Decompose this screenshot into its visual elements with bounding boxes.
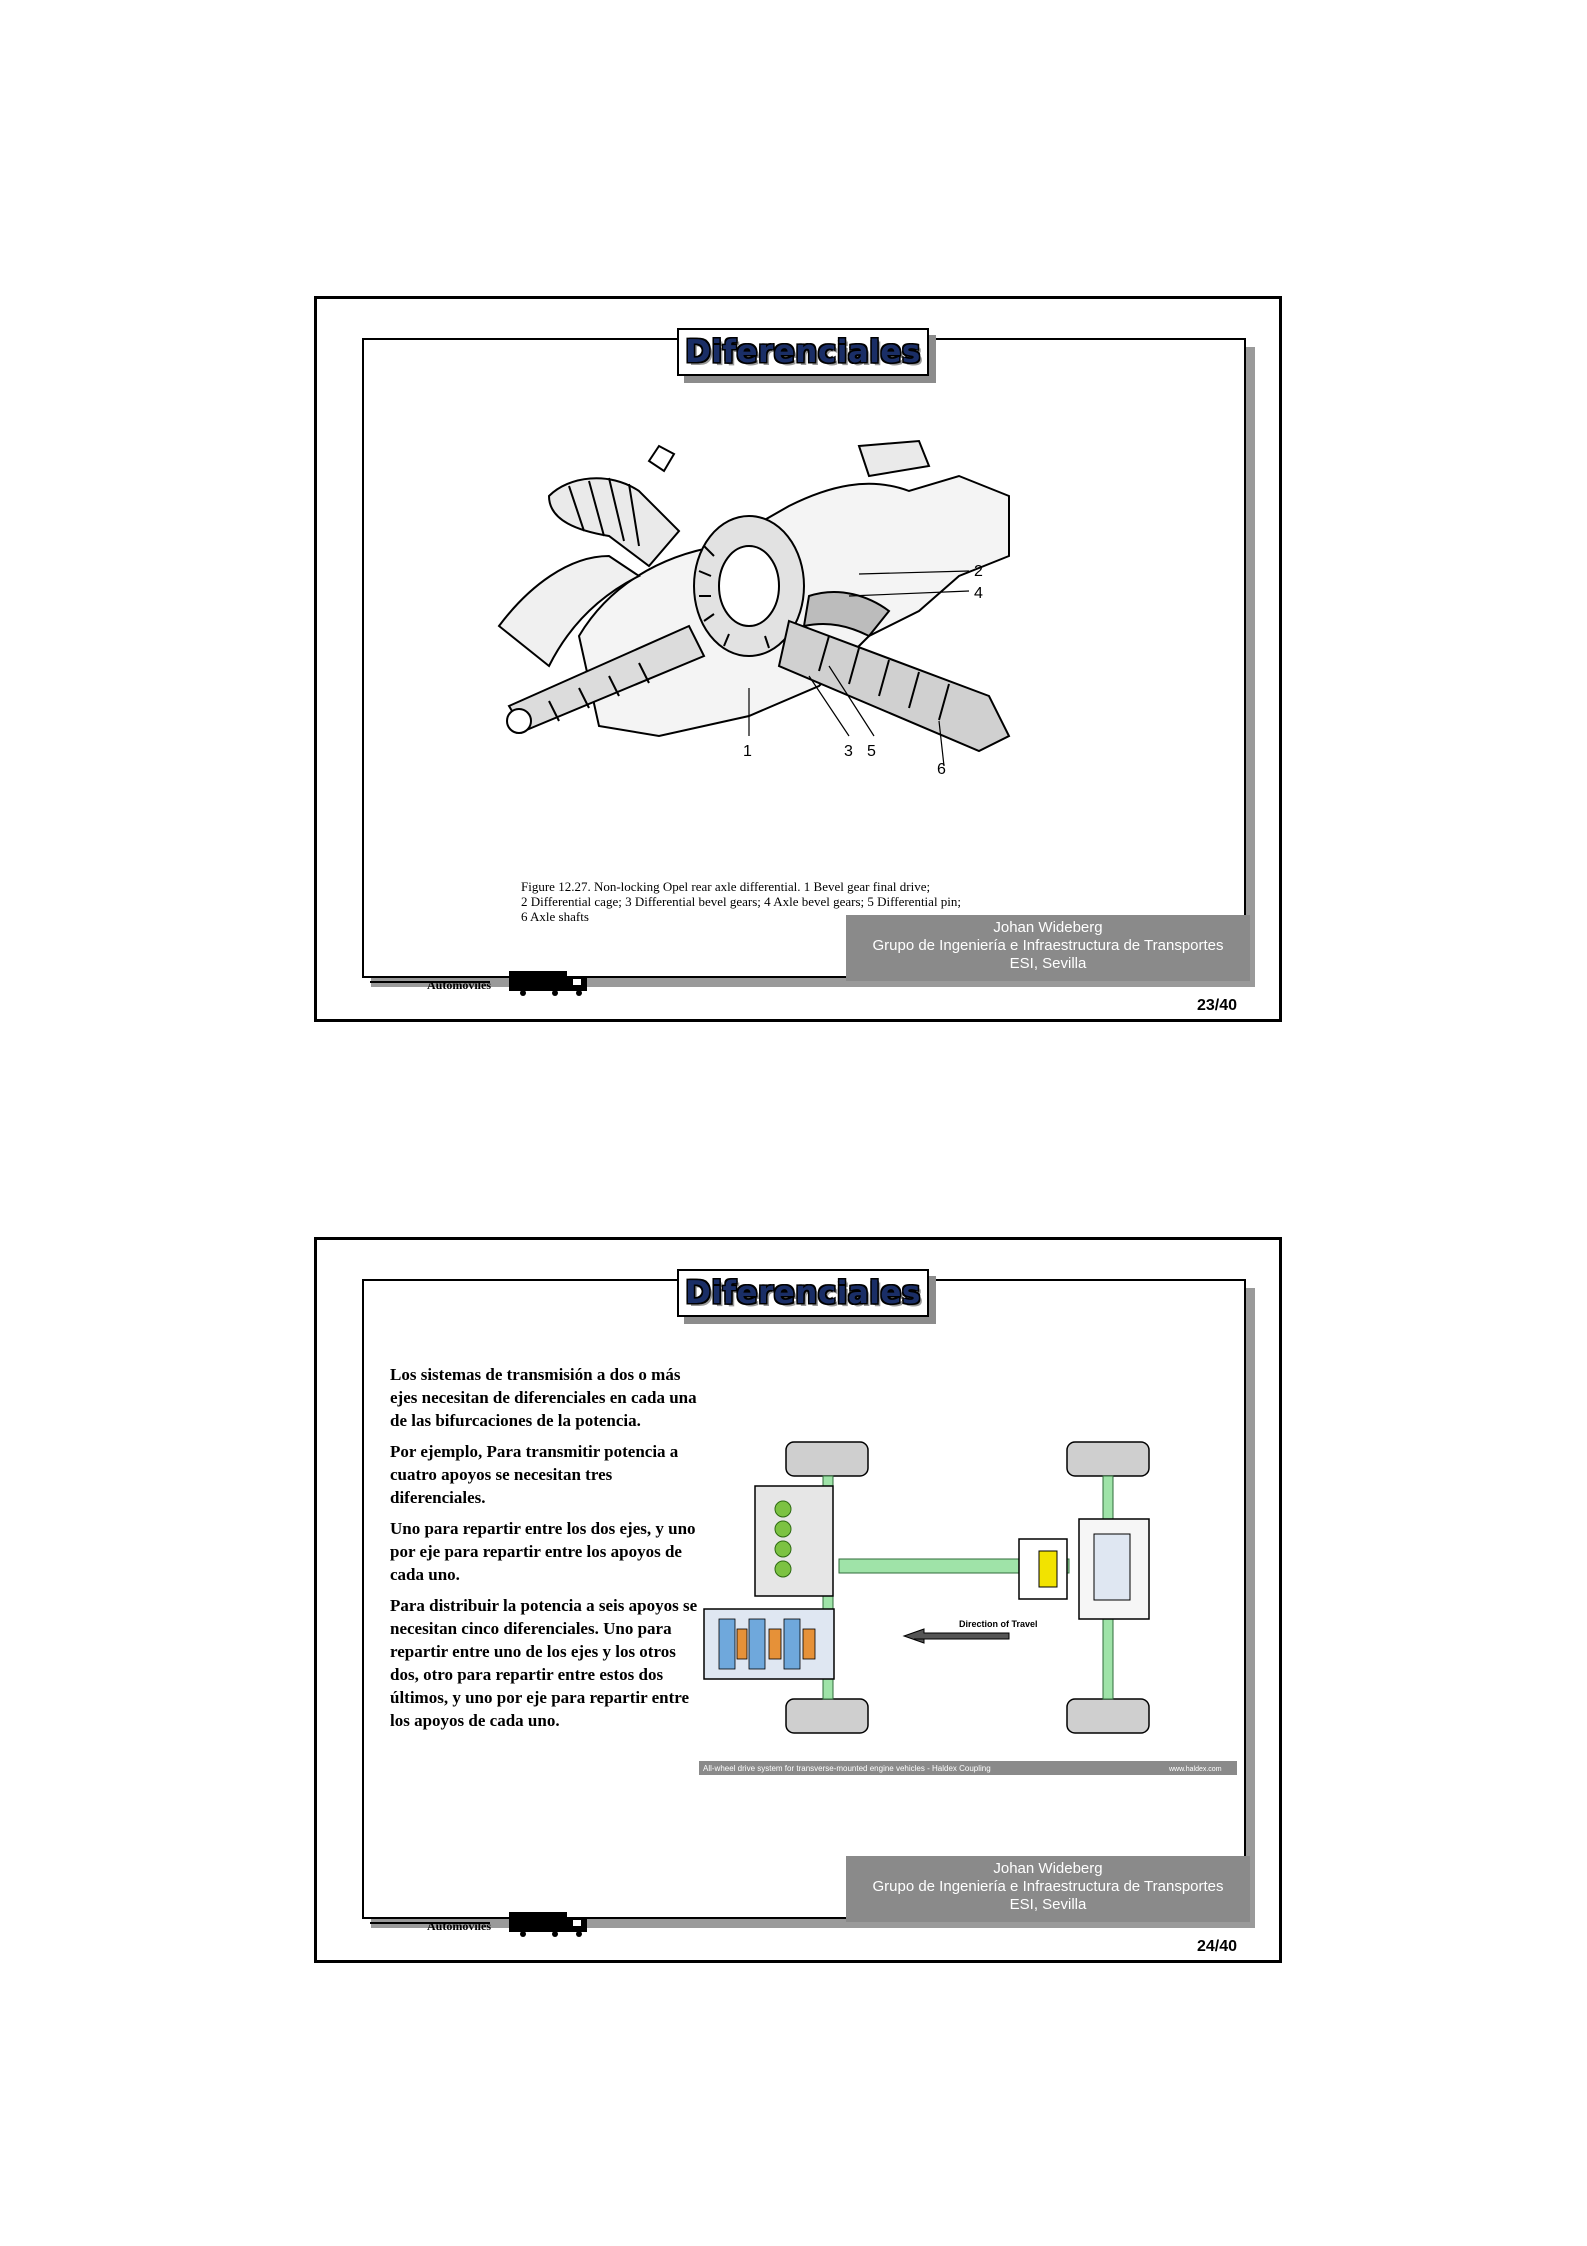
slide-23: Diferenciales [314, 296, 1282, 1022]
slide-title-box: Diferenciales [677, 1269, 929, 1317]
callout-3: 3 [844, 743, 853, 760]
differential-cutaway-illustration: 1 2 3 4 5 6 [497, 439, 1011, 778]
diagram-watermark: www.haldex.com [1168, 1766, 1222, 1773]
diagram-caption: All-wheel drive system for transverse-mo… [703, 1764, 991, 1773]
caption-line: 6 Axle shafts [521, 909, 589, 924]
footer-rule [370, 981, 490, 983]
footer-label: Automóviles [427, 1919, 491, 1933]
author-credit: Johan Wideberg Grupo de Ingeniería e Inf… [846, 915, 1250, 981]
footer-rule [370, 1922, 490, 1924]
credit-author: Johan Wideberg [993, 919, 1103, 936]
credit-group: Grupo de Ingeniería e Infraestructura de… [872, 1878, 1224, 1895]
caption-line: 2 Differential cage; 3 Differential beve… [521, 894, 962, 909]
callout-5: 5 [867, 743, 876, 760]
callout-1: 1 [743, 743, 752, 760]
direction-label: Direction of Travel [959, 1619, 1038, 1629]
page-number: 24/40 [1196, 1938, 1237, 1955]
body-text: Los sistemas de transmisión a dos o más … [390, 1363, 700, 1740]
paragraph: Los sistemas de transmisión a dos o más … [390, 1365, 697, 1430]
credit-author: Johan Wideberg [993, 1860, 1103, 1877]
credit-school: ESI, Sevilla [1009, 1896, 1087, 1913]
caption-line: Figure 12.27. Non-locking Opel rear axle… [521, 879, 931, 894]
paragraph: Uno para repartir entre los dos ejes, y … [390, 1519, 696, 1584]
paragraph: Por ejemplo, Para transmitir potencia a … [390, 1442, 679, 1507]
author-credit: Johan Wideberg Grupo de Ingeniería e Inf… [846, 1856, 1250, 1922]
callout-4: 4 [974, 585, 983, 602]
slide-title-box: Diferenciales [677, 328, 929, 376]
slide-title: Diferenciales [685, 1275, 921, 1311]
truck-icon [509, 971, 587, 996]
paragraph: Para distribuir la potencia a seis apoyo… [390, 1596, 698, 1730]
credit-group: Grupo de Ingeniería e Infraestructura de… [872, 937, 1224, 954]
truck-icon [509, 1912, 587, 1937]
slide-title: Diferenciales [685, 334, 921, 370]
slide-content-frame: Diferenciales Los sistemas de transmisió… [362, 1269, 1250, 1922]
footer-label: Automóviles [427, 978, 491, 992]
credit-school: ESI, Sevilla [1009, 955, 1087, 972]
slide-content-frame: Diferenciales [362, 328, 1250, 981]
slide-24: Diferenciales Los sistemas de transmisió… [314, 1237, 1282, 1963]
callout-6: 6 [937, 761, 946, 778]
page-number: 23/40 [1196, 997, 1237, 1014]
callout-2: 2 [974, 563, 983, 580]
figure-caption: Figure 12.27. Non-locking Opel rear axle… [521, 879, 1081, 924]
awd-system-diagram: Direction of Travel All-wheel drive syst… [699, 1441, 1237, 1775]
